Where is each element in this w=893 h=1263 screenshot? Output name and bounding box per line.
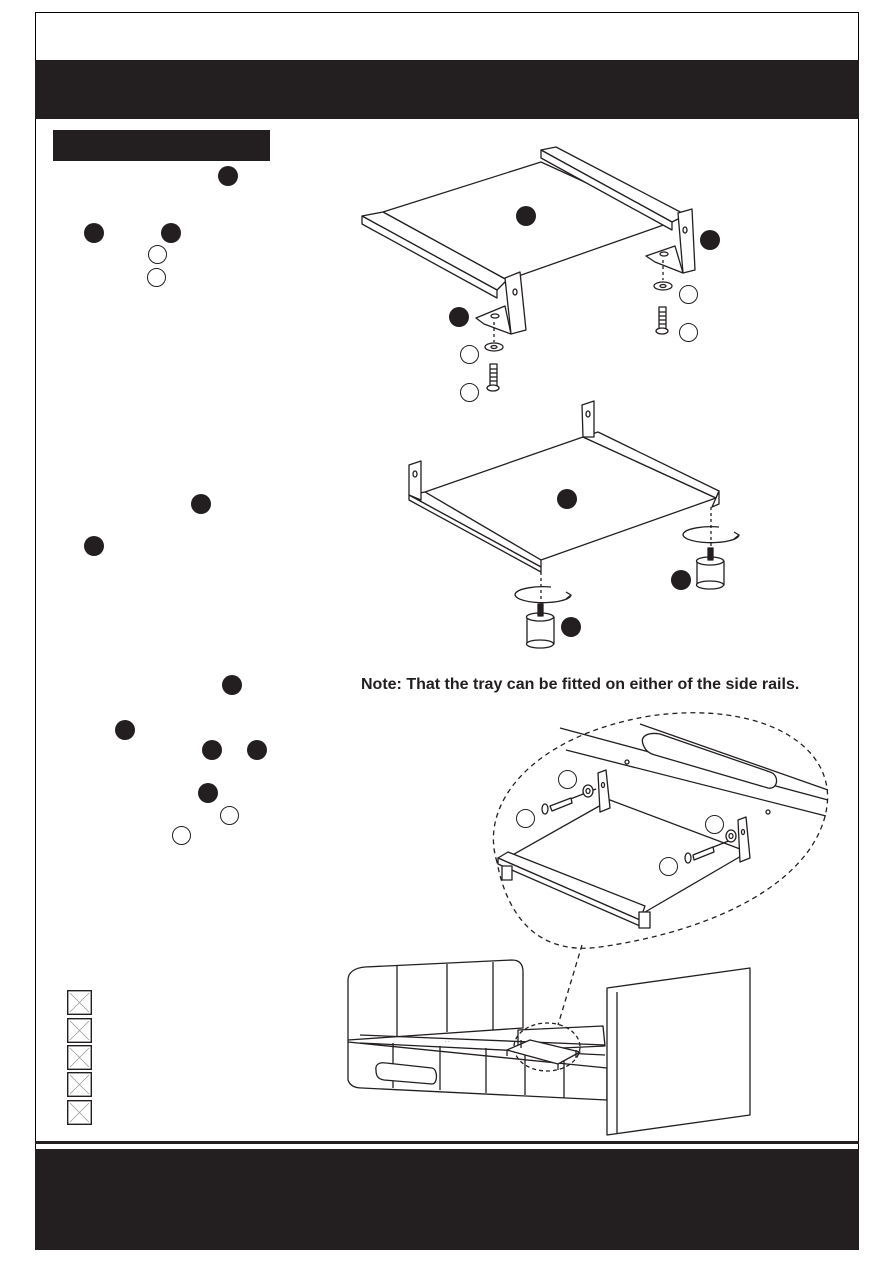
checkbox-crossed-icon: [67, 1018, 92, 1043]
part-marker-filled-icon: [516, 206, 536, 226]
part-marker-outline-icon: [147, 268, 166, 287]
part-marker-filled-icon: [161, 223, 181, 243]
tray-bracket-diagram: [361, 146, 696, 392]
tray-fitting-note: Note: That the tray can be fitted on eit…: [361, 676, 800, 693]
part-marker-filled-icon: [84, 223, 104, 243]
part-marker-filled-icon: [191, 494, 211, 514]
part-marker-outline-icon: [172, 826, 191, 845]
step-header-bar: [53, 130, 270, 161]
footer-divider: [35, 1141, 859, 1144]
svg-text:· ·: · ·: [445, 1039, 450, 1045]
part-marker-filled-icon: [198, 783, 218, 803]
checkbox-crossed-icon: [67, 1045, 92, 1070]
part-marker-outline-icon: [460, 345, 479, 364]
part-marker-filled-icon: [247, 740, 267, 760]
part-marker-filled-icon: [700, 230, 720, 250]
part-marker-filled-icon: [115, 720, 135, 740]
part-marker-filled-icon: [671, 570, 691, 590]
part-marker-outline-icon: [558, 770, 577, 789]
part-marker-filled-icon: [222, 675, 242, 695]
checkbox-crossed-icon: [67, 990, 92, 1015]
part-marker-outline-icon: [516, 809, 535, 828]
part-marker-filled-icon: [557, 489, 577, 509]
part-marker-outline-icon: [659, 857, 678, 876]
part-marker-outline-icon: [705, 815, 724, 834]
part-marker-outline-icon: [220, 806, 239, 825]
tray-rail-callout: [492, 712, 829, 1026]
part-marker-outline-icon: [679, 323, 698, 342]
part-marker-filled-icon: [202, 740, 222, 760]
checkbox-crossed-icon: [67, 1100, 92, 1125]
part-marker-filled-icon: [561, 617, 581, 637]
part-marker-filled-icon: [84, 536, 104, 556]
checkbox-crossed-icon: [67, 1072, 92, 1097]
tray-feet-diagram: [408, 400, 740, 649]
part-marker-filled-icon: [449, 307, 469, 327]
part-marker-outline-icon: [148, 245, 167, 264]
header-band: [35, 60, 859, 119]
bed-overview: · ·: [347, 959, 751, 1136]
part-marker-outline-icon: [460, 383, 479, 402]
footer-band: [35, 1149, 859, 1250]
part-marker-filled-icon: [218, 166, 238, 186]
part-marker-outline-icon: [679, 285, 698, 304]
